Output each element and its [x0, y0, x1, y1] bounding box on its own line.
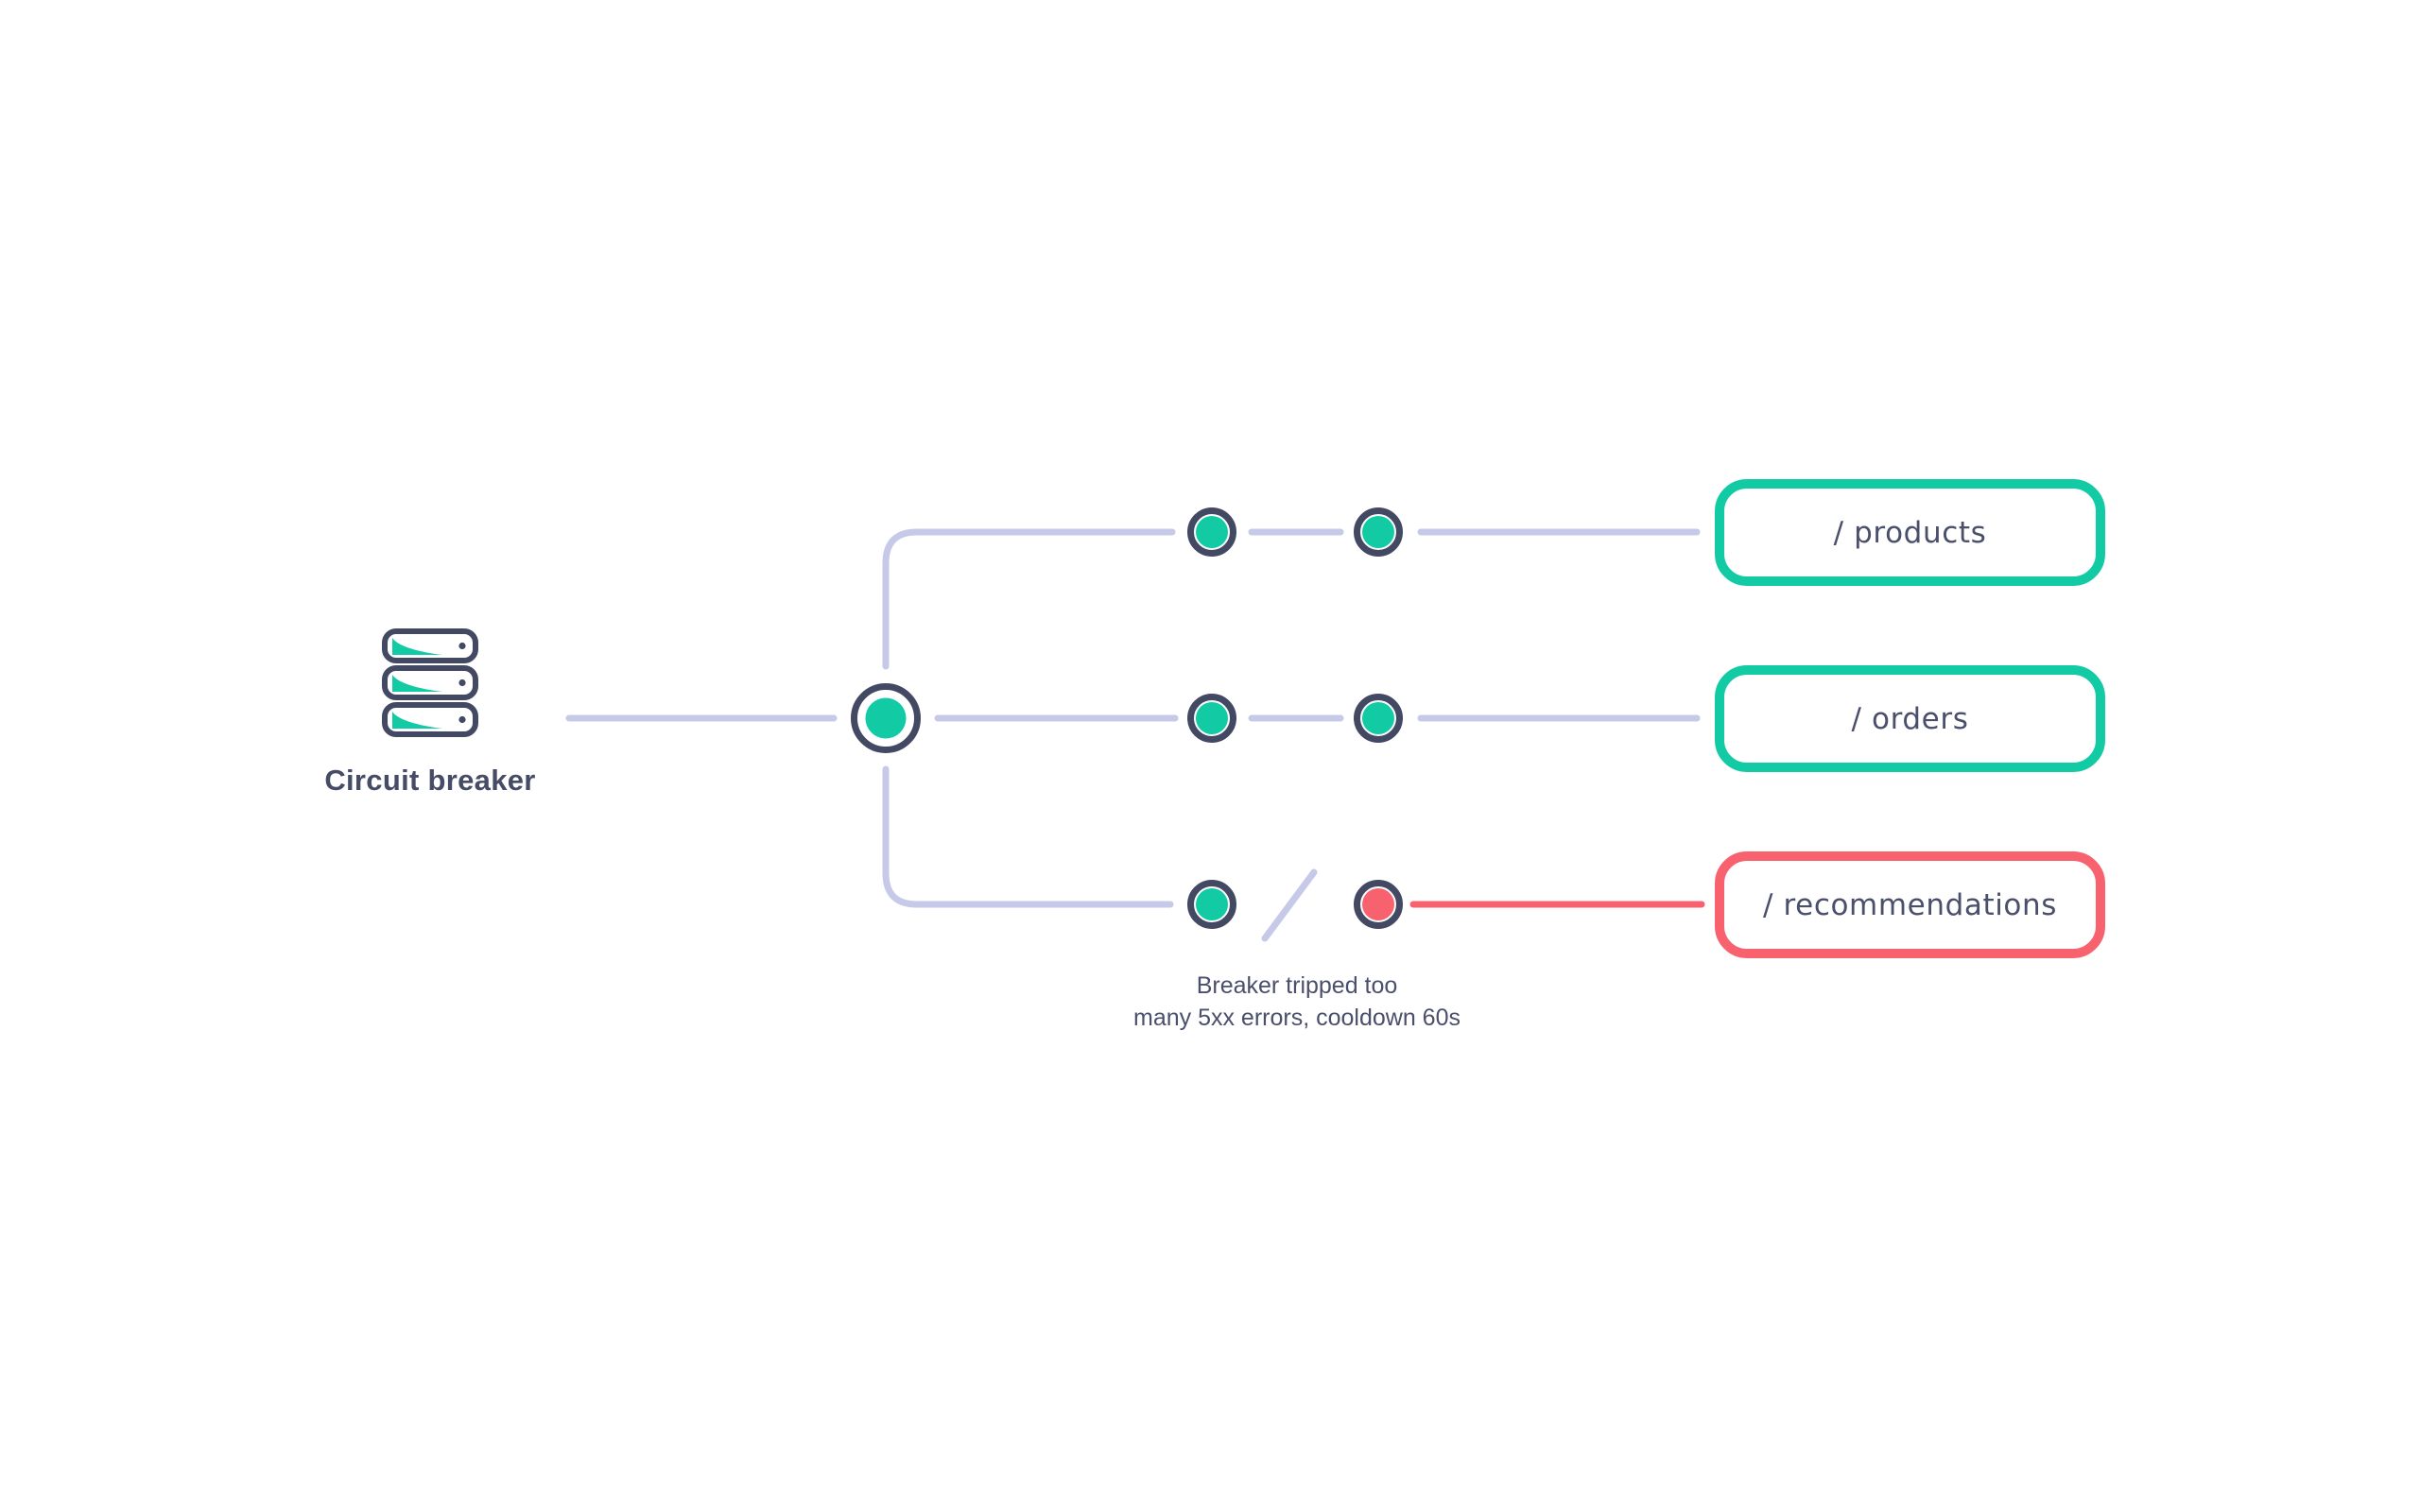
connector-hub-to-products	[882, 528, 1176, 670]
node-orders-2	[1354, 694, 1403, 743]
breaker-note-line-1: Breaker tripped too	[1196, 972, 1398, 999]
endpoint-label-recommendations: / recommendations	[1763, 887, 2057, 922]
hub-node-status-dot	[865, 697, 907, 739]
server-stack-icon	[382, 628, 478, 737]
node-recommendations-1	[1187, 880, 1236, 929]
endpoint-label-products: / products	[1833, 515, 1987, 550]
endpoint-box-orders: / orders	[1715, 665, 2105, 772]
source-label: Circuit breaker	[324, 764, 536, 797]
node-products-1	[1187, 507, 1236, 557]
node-recommendations-2	[1354, 880, 1403, 929]
endpoint-box-products: / products	[1715, 479, 2105, 586]
connector-hub-to-recommendations	[882, 765, 1174, 908]
broken-link-slash-icon	[1261, 868, 1318, 942]
node-orders-1	[1187, 694, 1236, 743]
hub-node	[851, 683, 921, 753]
node-products-2	[1354, 507, 1403, 557]
endpoint-label-orders: / orders	[1851, 701, 1969, 736]
breaker-note-line-2: many 5xx errors, cooldown 60s	[1133, 1005, 1461, 1031]
endpoint-box-recommendations: / recommendations	[1715, 851, 2105, 958]
breaker-note: Breaker tripped too many 5xx errors, coo…	[1094, 970, 1500, 1034]
